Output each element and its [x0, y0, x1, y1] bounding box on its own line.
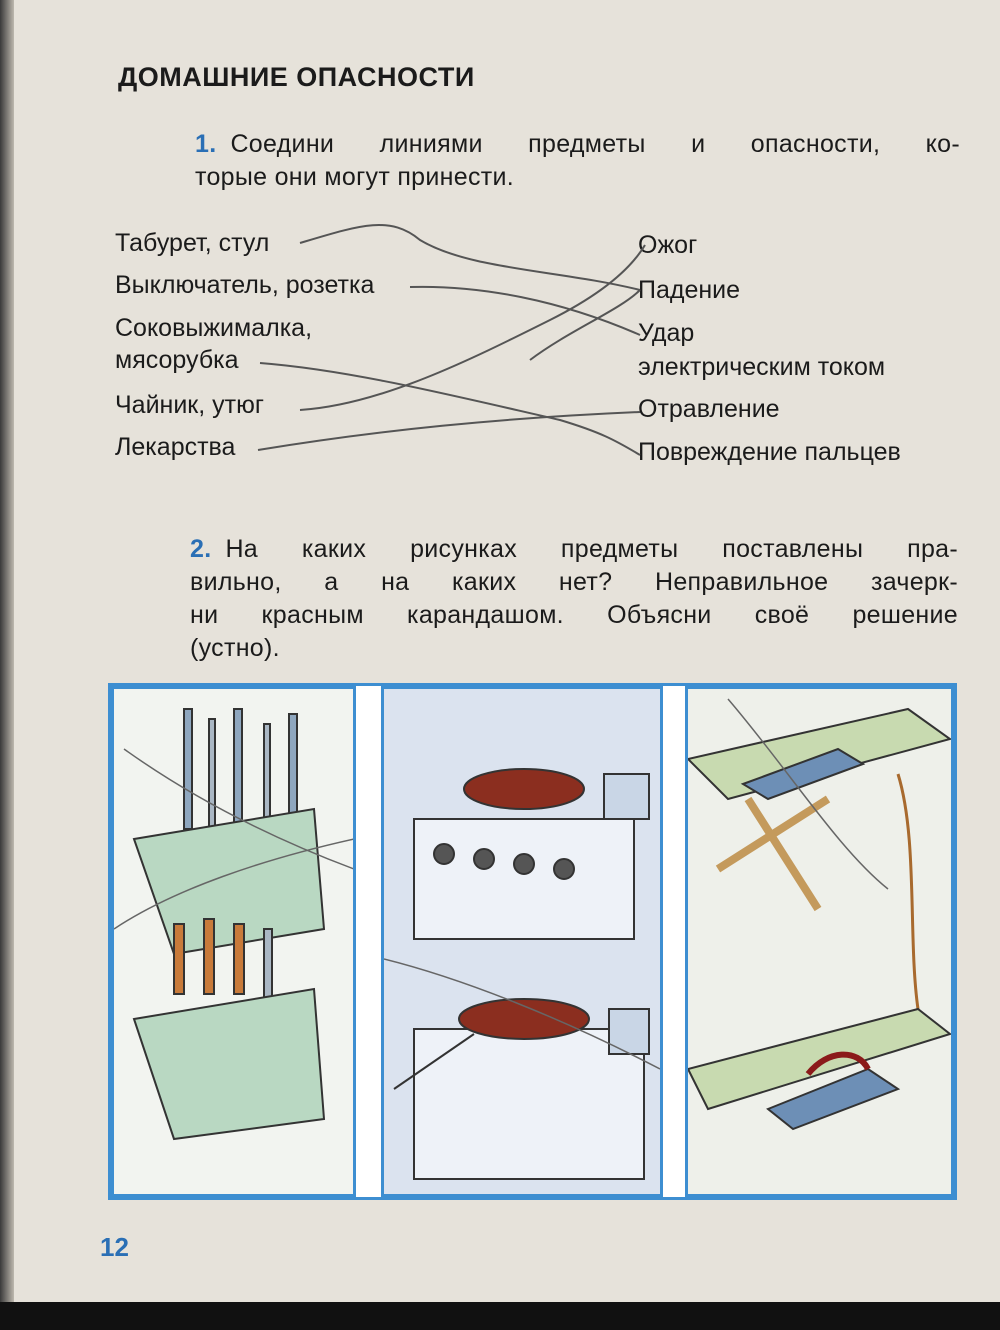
task-2-line-3: ни красным карандашом. Объясни своё реше… — [190, 601, 958, 629]
line-extra — [529, 289, 641, 361]
cutlery-holders-illustration — [114, 708, 353, 1141]
item-stool: Табурет, стул — [115, 229, 270, 257]
line-medicine-poison — [257, 411, 641, 451]
task-2-text: 2. На каких рисунках предметы поставлены … — [190, 533, 958, 665]
task-2-line-4: (устно). — [190, 634, 280, 662]
task-2-line-1: На каких рисунках предметы поставлены пр… — [225, 535, 958, 563]
task-1-text: 1. Соедини линиями предметы и опасности, … — [195, 128, 960, 194]
line-stool-fall — [299, 224, 641, 291]
line-switch-shock — [409, 285, 641, 336]
danger-burn: Ожог — [638, 231, 698, 259]
line-juicer-fingers — [259, 362, 641, 456]
task-2-number: 2. — [190, 535, 212, 563]
line-kettle-burn — [299, 244, 646, 411]
panel-cutlery — [111, 686, 356, 1197]
danger-shock-1: Удар — [638, 319, 695, 347]
task-2-line-2: вильно, а на каких нет? Неправильное зач… — [190, 568, 958, 596]
panel-iron — [685, 686, 954, 1197]
task-1-number: 1. — [195, 130, 217, 158]
scan-edge-bottom — [0, 1302, 1000, 1330]
item-mincer: мясорубка — [115, 346, 239, 374]
item-juicer: Соковыжималка, — [115, 314, 313, 342]
task-1-line-2: торые они могут принести. — [195, 163, 514, 191]
page-number: 12 — [100, 1232, 129, 1262]
pencil-lines — [257, 224, 646, 456]
item-medicine: Лекарства — [115, 433, 236, 461]
ironing-board-illustration — [688, 698, 951, 1131]
panel-stove — [381, 686, 663, 1197]
item-kettle: Чайник, утюг — [115, 391, 264, 419]
task-1-line-1: Соедини линиями предметы и опасности, ко… — [230, 130, 960, 158]
stove-illustration — [384, 768, 660, 1180]
danger-poison: Отравление — [638, 395, 780, 423]
illustrations-frame — [108, 683, 957, 1200]
scan-edge-left — [0, 0, 14, 1330]
danger-shock-2: электрическим током — [638, 353, 886, 381]
danger-fall: Падение — [638, 276, 741, 304]
page-title: ДОМАШНИЕ ОПАСНОСТИ — [118, 62, 475, 92]
item-switch: Выключатель, розетка — [115, 271, 375, 299]
danger-fingers: Повреждение пальцев — [638, 438, 901, 466]
